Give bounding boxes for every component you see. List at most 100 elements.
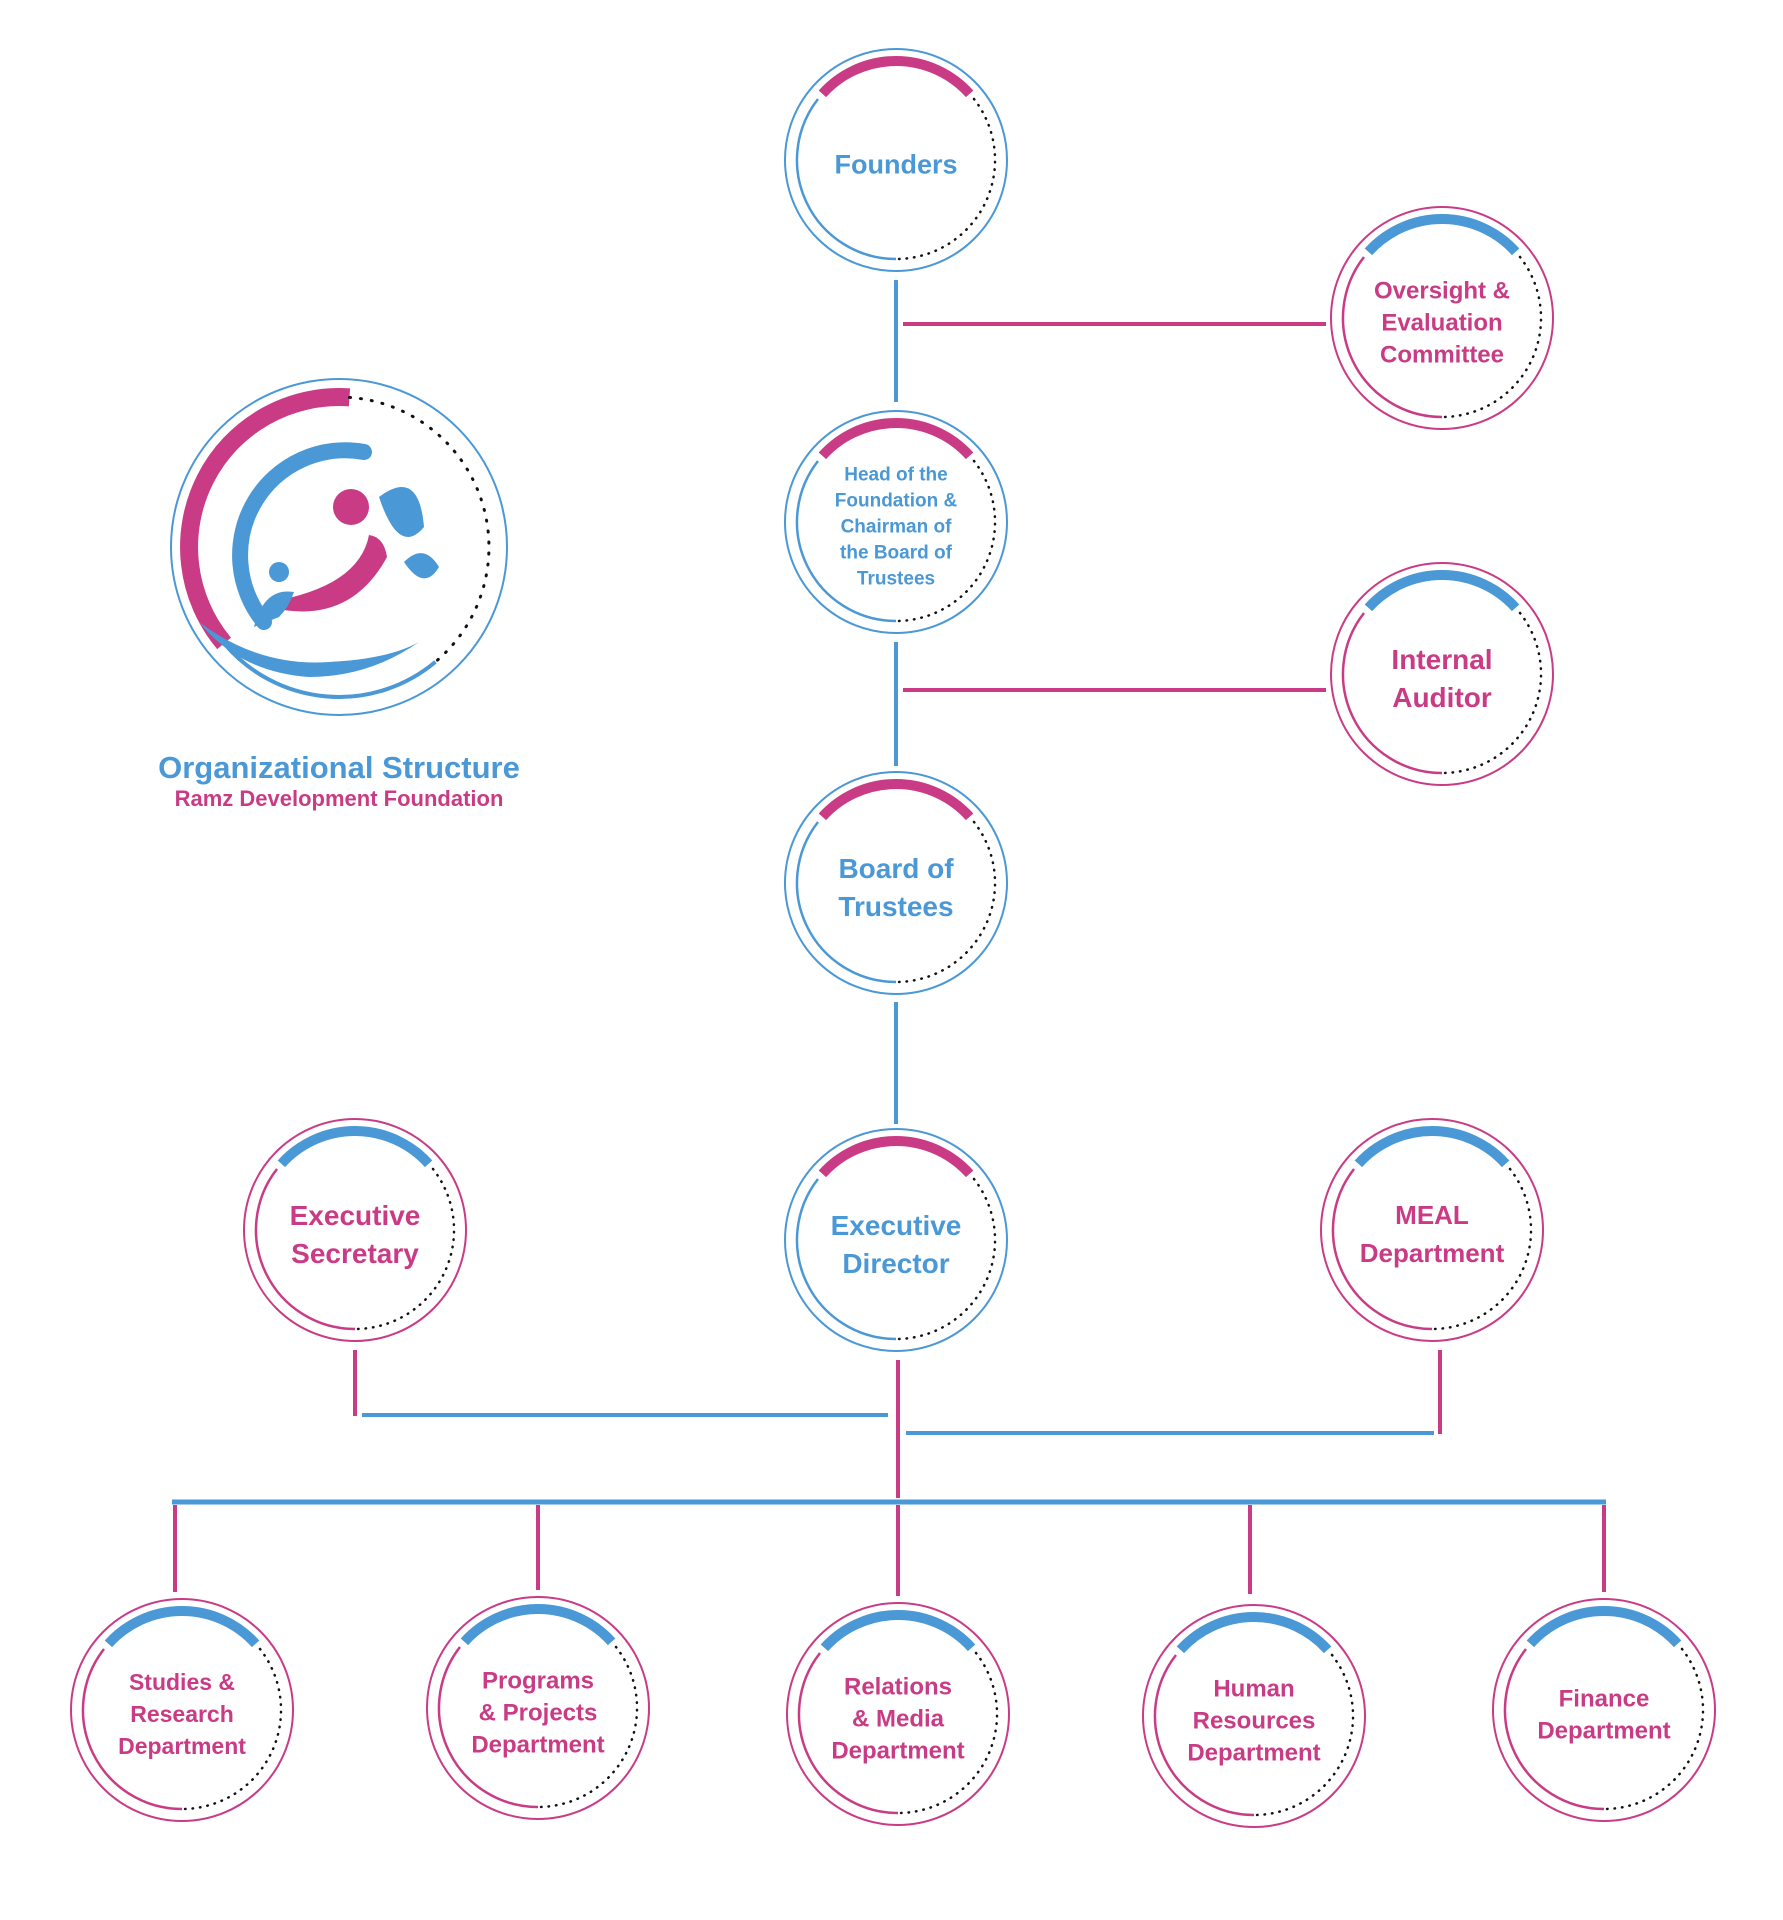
logo-pink-arc [180,388,351,650]
node-label-line: & Media [852,1705,945,1732]
node-label-line: Committee [1380,341,1504,368]
logo-pink-body [269,535,387,612]
logo-bottom-wave [199,622,419,677]
node-label-line: Department [1360,1238,1505,1268]
node-label-line: Internal [1391,644,1492,675]
node-outer-ring [1492,1598,1716,1822]
node-inner-arc [81,1648,183,1811]
node-inner-arc [1331,1168,1433,1331]
node-dotted-arc [353,1167,456,1331]
node-inner-arc [1341,256,1443,419]
node-label-line: Director [842,1248,949,1279]
node-dotted-arc [894,820,997,984]
node-label-line: Evaluation [1381,309,1502,336]
node-accent-arc [818,1136,974,1178]
node-dotted-arc [896,1651,999,1815]
logo-swoosh-arc [232,442,372,630]
logo-leaf-large [379,487,424,537]
logo-outer-ring [170,378,508,716]
node-outer-ring [784,771,1008,995]
node-label-line: Auditor [1392,682,1492,713]
logo-pink-head [333,489,369,525]
node-outer-ring [1330,562,1554,786]
org-structure-title: Organizational Structure [158,750,520,785]
connectors [172,280,1606,1596]
node-label-line: Relations [844,1673,952,1700]
node-label-line: Research [130,1701,234,1727]
logo-dotted-arc [348,395,491,664]
node-accent-arc [1354,1126,1510,1168]
node-inner-arc [1153,1654,1255,1817]
node-label-line: Department [831,1737,964,1764]
node-dotted-arc [894,1177,997,1341]
node-outer-ring [243,1118,467,1342]
node-label-line: Trustees [857,569,935,590]
logo-blue-arc [222,642,437,699]
node-label-line: the Board of [840,543,953,564]
node-label-line: Studies & [129,1669,235,1695]
node-accent-arc [820,1610,976,1652]
node-outer-ring [426,1596,650,1820]
node-inner-arc [254,1168,356,1331]
node-accent-arc [818,418,974,460]
node-dotted-arc [1602,1647,1705,1811]
node-dotted-arc [1252,1653,1355,1817]
node-label-line: Resources [1193,1707,1316,1734]
node-outer-ring [784,48,1008,272]
node-outer-ring [70,1598,294,1822]
node-outer-ring [784,1128,1008,1352]
node-inner-arc [437,1646,539,1809]
node-inner-arc [795,1178,897,1341]
node-label-line: Foundation & [835,491,958,512]
node-outer-ring [786,1602,1010,1826]
node-outer-ring [1142,1604,1366,1828]
node-accent-arc [1364,570,1520,612]
node-label-line: Chairman of [841,517,953,538]
node-label-line: Secretary [291,1238,419,1269]
node-dotted-arc [1430,1167,1533,1331]
node-accent-arc [1364,214,1520,256]
node-label-line: Head of the [844,465,947,486]
node-dotted-arc [536,1645,639,1809]
node-accent-arc [818,56,974,98]
node-inner-arc [795,821,897,984]
node-accent-arc [277,1126,433,1168]
ramz-foundation-logo [170,378,508,716]
node-inner-arc [1341,612,1443,775]
node-inner-arc [1503,1648,1605,1811]
node-label: Founders [834,149,957,179]
node-dotted-arc [1440,611,1543,775]
node-outer-ring [1330,206,1554,430]
foundation-name-subtitle: Ramz Development Foundation [175,786,504,811]
node-label-line: Department [1187,1739,1320,1766]
node-accent-arc [818,779,974,821]
node-dotted-arc [1440,255,1543,419]
node-label-line: & Projects [479,1699,598,1726]
node-label-line: Trustees [838,891,953,922]
node-label-line: Executive [290,1200,421,1231]
node-accent-arc [1526,1606,1682,1648]
node-inner-arc [795,98,897,261]
